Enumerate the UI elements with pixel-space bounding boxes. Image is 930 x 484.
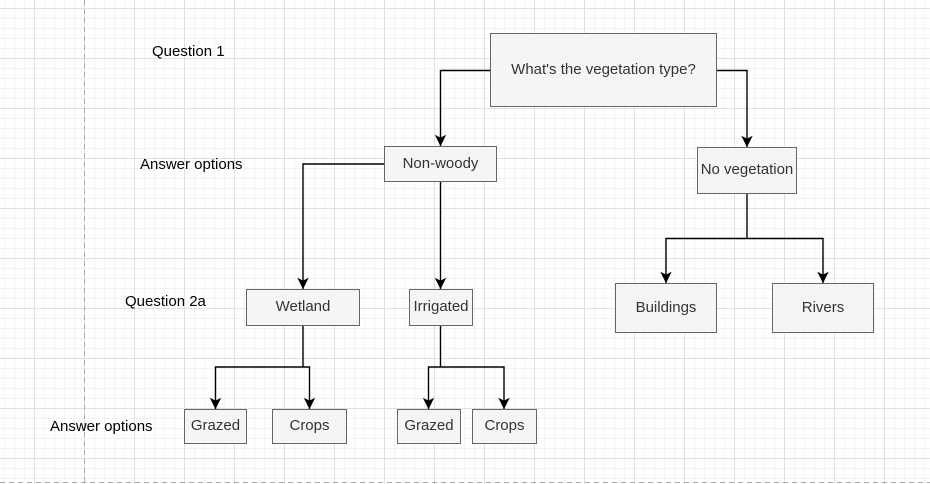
node-grazed-wetland[interactable]: Grazed — [184, 409, 247, 444]
edge-irrigated-to-crops[interactable] — [440, 366, 510, 410]
page-boundary-vertical — [84, 0, 85, 482]
edge-novegetation-to-buildings[interactable] — [660, 237, 747, 284]
node-buildings[interactable]: Buildings — [615, 283, 717, 333]
node-grazed-irrigated[interactable]: Grazed — [397, 409, 461, 444]
node-irrigated[interactable]: Irrigated — [409, 289, 473, 326]
page-boundary-horizontal — [0, 482, 930, 483]
node-wetland[interactable]: Wetland — [246, 289, 360, 326]
node-rivers[interactable]: Rivers — [772, 283, 874, 333]
edge-vegetation-to-novegetation[interactable] — [717, 69, 753, 148]
node-crops-irrigated[interactable]: Crops — [472, 409, 537, 444]
edge-nonwoody-to-wetland[interactable] — [297, 163, 384, 290]
edge-wetland-to-crops[interactable] — [303, 366, 316, 410]
node-non-woody[interactable]: Non-woody — [384, 146, 497, 182]
node-crops-wetland[interactable]: Crops — [272, 409, 347, 444]
edge-irrigated-to-grazed[interactable] — [422, 366, 441, 410]
node-no-vegetation[interactable]: No vegetation — [697, 147, 797, 194]
row-label-question-1[interactable]: Question 1 — [152, 43, 225, 60]
edge-wetland-to-grazed[interactable] — [209, 366, 304, 410]
node-vegetation-type[interactable]: What's the vegetation type? — [490, 33, 717, 107]
edge-vegetation-to-nonwoody[interactable] — [434, 69, 491, 147]
edge-novegetation-to-rivers[interactable] — [747, 237, 829, 284]
row-label-answer-options-bottom[interactable]: Answer options — [50, 418, 153, 435]
row-label-question-2a[interactable]: Question 2a — [125, 293, 206, 310]
row-label-answer-options-top[interactable]: Answer options — [140, 156, 243, 173]
